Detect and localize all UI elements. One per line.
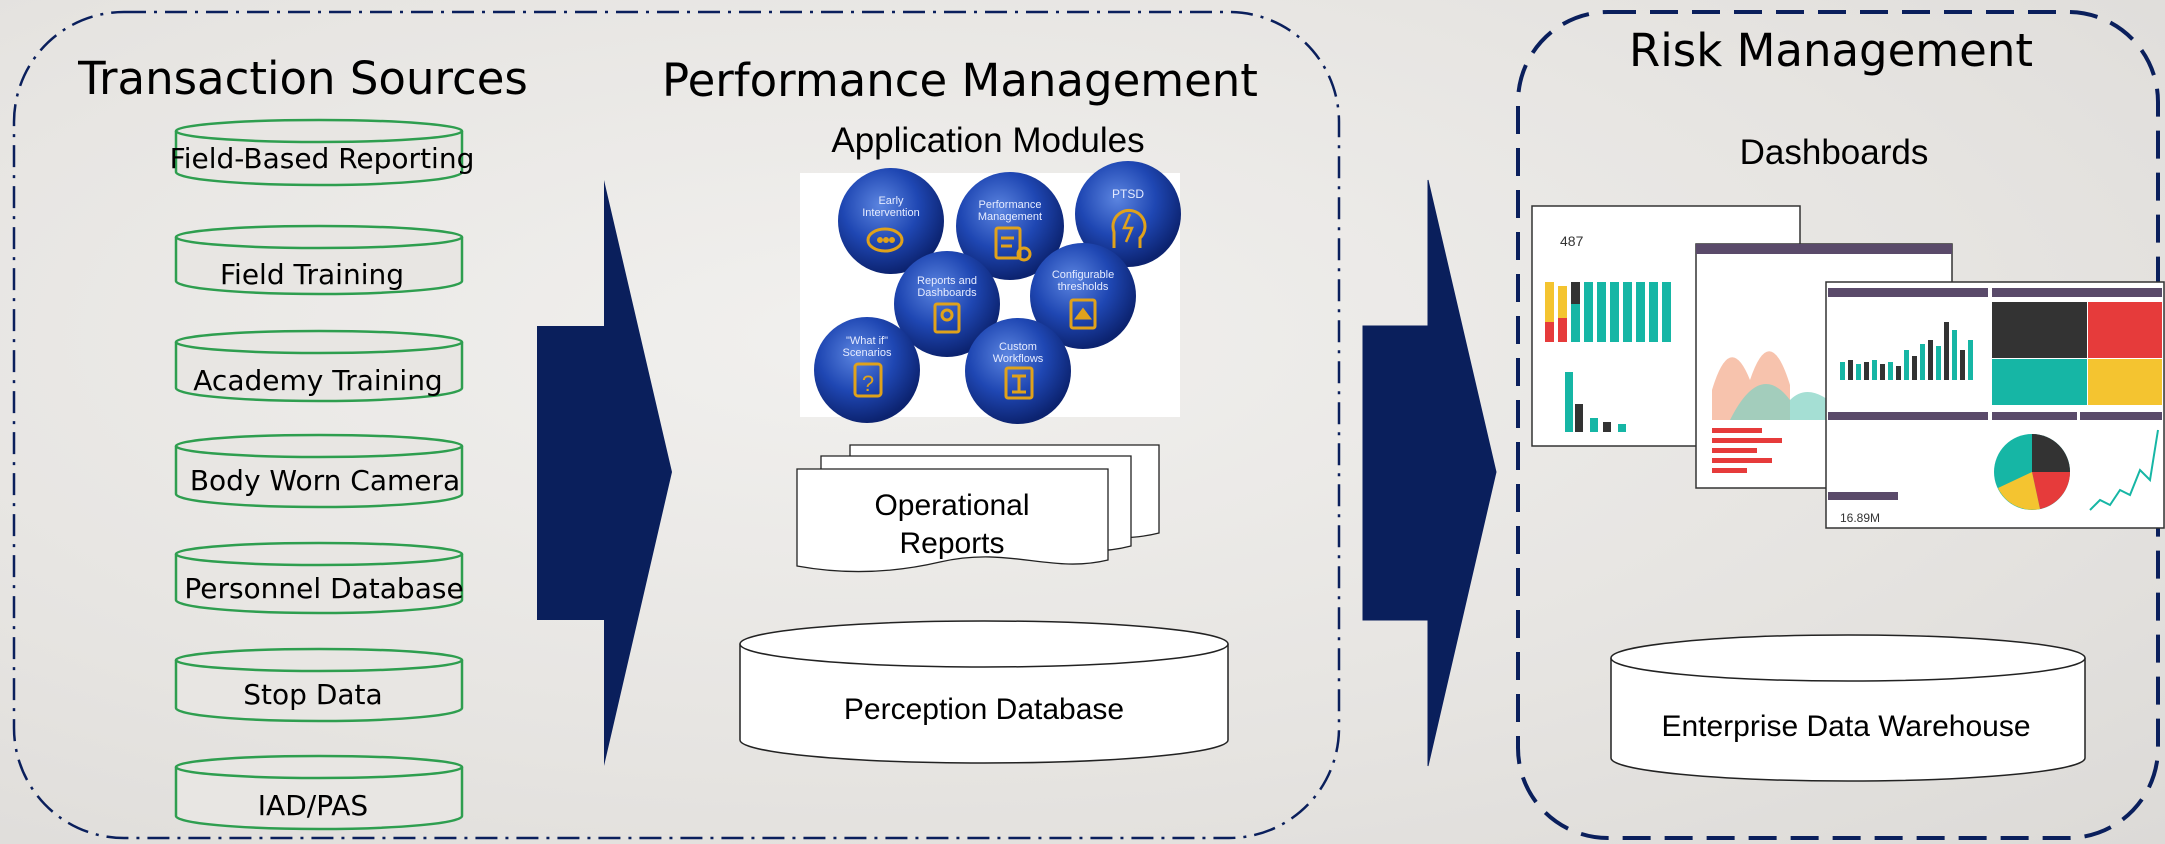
source-label: IAD/PAS [258, 789, 368, 822]
left-panel-border [12, 10, 1341, 840]
horizontal-bar-chart [1712, 428, 1782, 473]
puzzle-piece-icon [1069, 298, 1097, 330]
svg-text:Dashboards: Dashboards [917, 287, 977, 299]
svg-text:Management: Management [978, 211, 1042, 223]
svg-text:Early: Early [878, 195, 904, 207]
transaction-sources-title: Transaction Sources [77, 52, 528, 105]
performance-management-title: Performance Management [662, 54, 1258, 107]
module-what-if-scenarios: "What if" Scenarios ? [814, 317, 920, 423]
dashboard-screenshot-3: 16.89M [1825, 281, 2165, 529]
source-cylinder-4: Body Worn Camera [174, 433, 464, 509]
report-document-icon [933, 302, 961, 334]
module-ptsd: PTSD [1075, 161, 1181, 267]
stacked-bar-chart [1545, 282, 1671, 342]
dashboard-screenshots: 487 [1531, 205, 2165, 529]
source-cylinder-7: IAD/PAS [174, 754, 464, 831]
flow-arrow-right [1362, 179, 1497, 767]
clipboard-check-icon [994, 226, 1032, 262]
workflow-icon [1004, 366, 1034, 400]
module-custom-workflows: Custom Workflows [965, 318, 1071, 424]
operational-reports-label: Operational [874, 489, 1029, 522]
svg-text:Scenarios: Scenarios [843, 347, 892, 359]
line-chart [2089, 429, 2159, 511]
perception-database-cylinder: Perception Database [739, 620, 1229, 764]
enterprise-data-warehouse-cylinder: Enterprise Data Warehouse [1610, 634, 2086, 782]
source-label: Body Worn Camera [190, 464, 460, 497]
treemap [1992, 302, 2162, 405]
dashboard-kpi-value: 16.89M [1840, 511, 1880, 525]
svg-text:"What if": "What if" [846, 335, 888, 347]
speech-bubbles-icon [866, 227, 904, 253]
svg-text:Reports and: Reports and [917, 275, 977, 287]
small-bar-chart [1565, 372, 1626, 432]
source-label: Field Training [220, 258, 404, 291]
source-label: Academy Training [193, 364, 442, 397]
source-cylinder-3: Academy Training [174, 329, 464, 403]
application-modules-title: Application Modules [831, 121, 1144, 160]
source-cylinder-2: Field Training [174, 224, 464, 296]
svg-text:?: ? [862, 371, 874, 396]
module-early-intervention: Early Intervention [838, 168, 944, 274]
risk-management-title: Risk Management [1629, 24, 2033, 77]
operational-reports-label: Reports [899, 527, 1004, 560]
source-cylinder-1: Field-Based Reporting [170, 118, 475, 187]
enterprise-data-warehouse-label: Enterprise Data Warehouse [1661, 710, 2030, 743]
source-label: Stop Data [243, 678, 382, 711]
operational-reports: Operational Reports [796, 444, 1160, 573]
column-chart [1840, 322, 1973, 380]
source-label: Field-Based Reporting [170, 142, 475, 175]
svg-text:Workflows: Workflows [993, 353, 1044, 365]
source-label: Personnel Database [184, 572, 463, 605]
svg-text:Performance: Performance [979, 199, 1042, 211]
module-reports-dashboards: Reports and Dashboards [894, 251, 1000, 357]
svg-text:thresholds: thresholds [1058, 281, 1109, 293]
source-cylinder-6: Stop Data [174, 647, 464, 723]
head-lightning-icon [1111, 208, 1147, 248]
question-mark-icon: ? [853, 362, 883, 398]
application-modules-image: Early Intervention Performance Managemen… [800, 161, 1181, 424]
svg-text:Configurable: Configurable [1052, 269, 1114, 281]
module-performance-management: Performance Management [956, 172, 1064, 280]
dashboard-kpi-value: 487 [1560, 233, 1584, 249]
flow-arrow-left [537, 180, 672, 766]
module-configurable-thresholds: Configurable thresholds [1030, 243, 1136, 349]
source-cylinder-5: Personnel Database [174, 541, 464, 615]
perception-database-label: Perception Database [844, 693, 1124, 726]
svg-text:Custom: Custom [999, 341, 1037, 353]
dashboards-title: Dashboards [1740, 133, 1929, 172]
svg-text:Intervention: Intervention [862, 207, 919, 219]
svg-text:PTSD: PTSD [1112, 187, 1144, 201]
pie-chart [1994, 434, 2070, 510]
